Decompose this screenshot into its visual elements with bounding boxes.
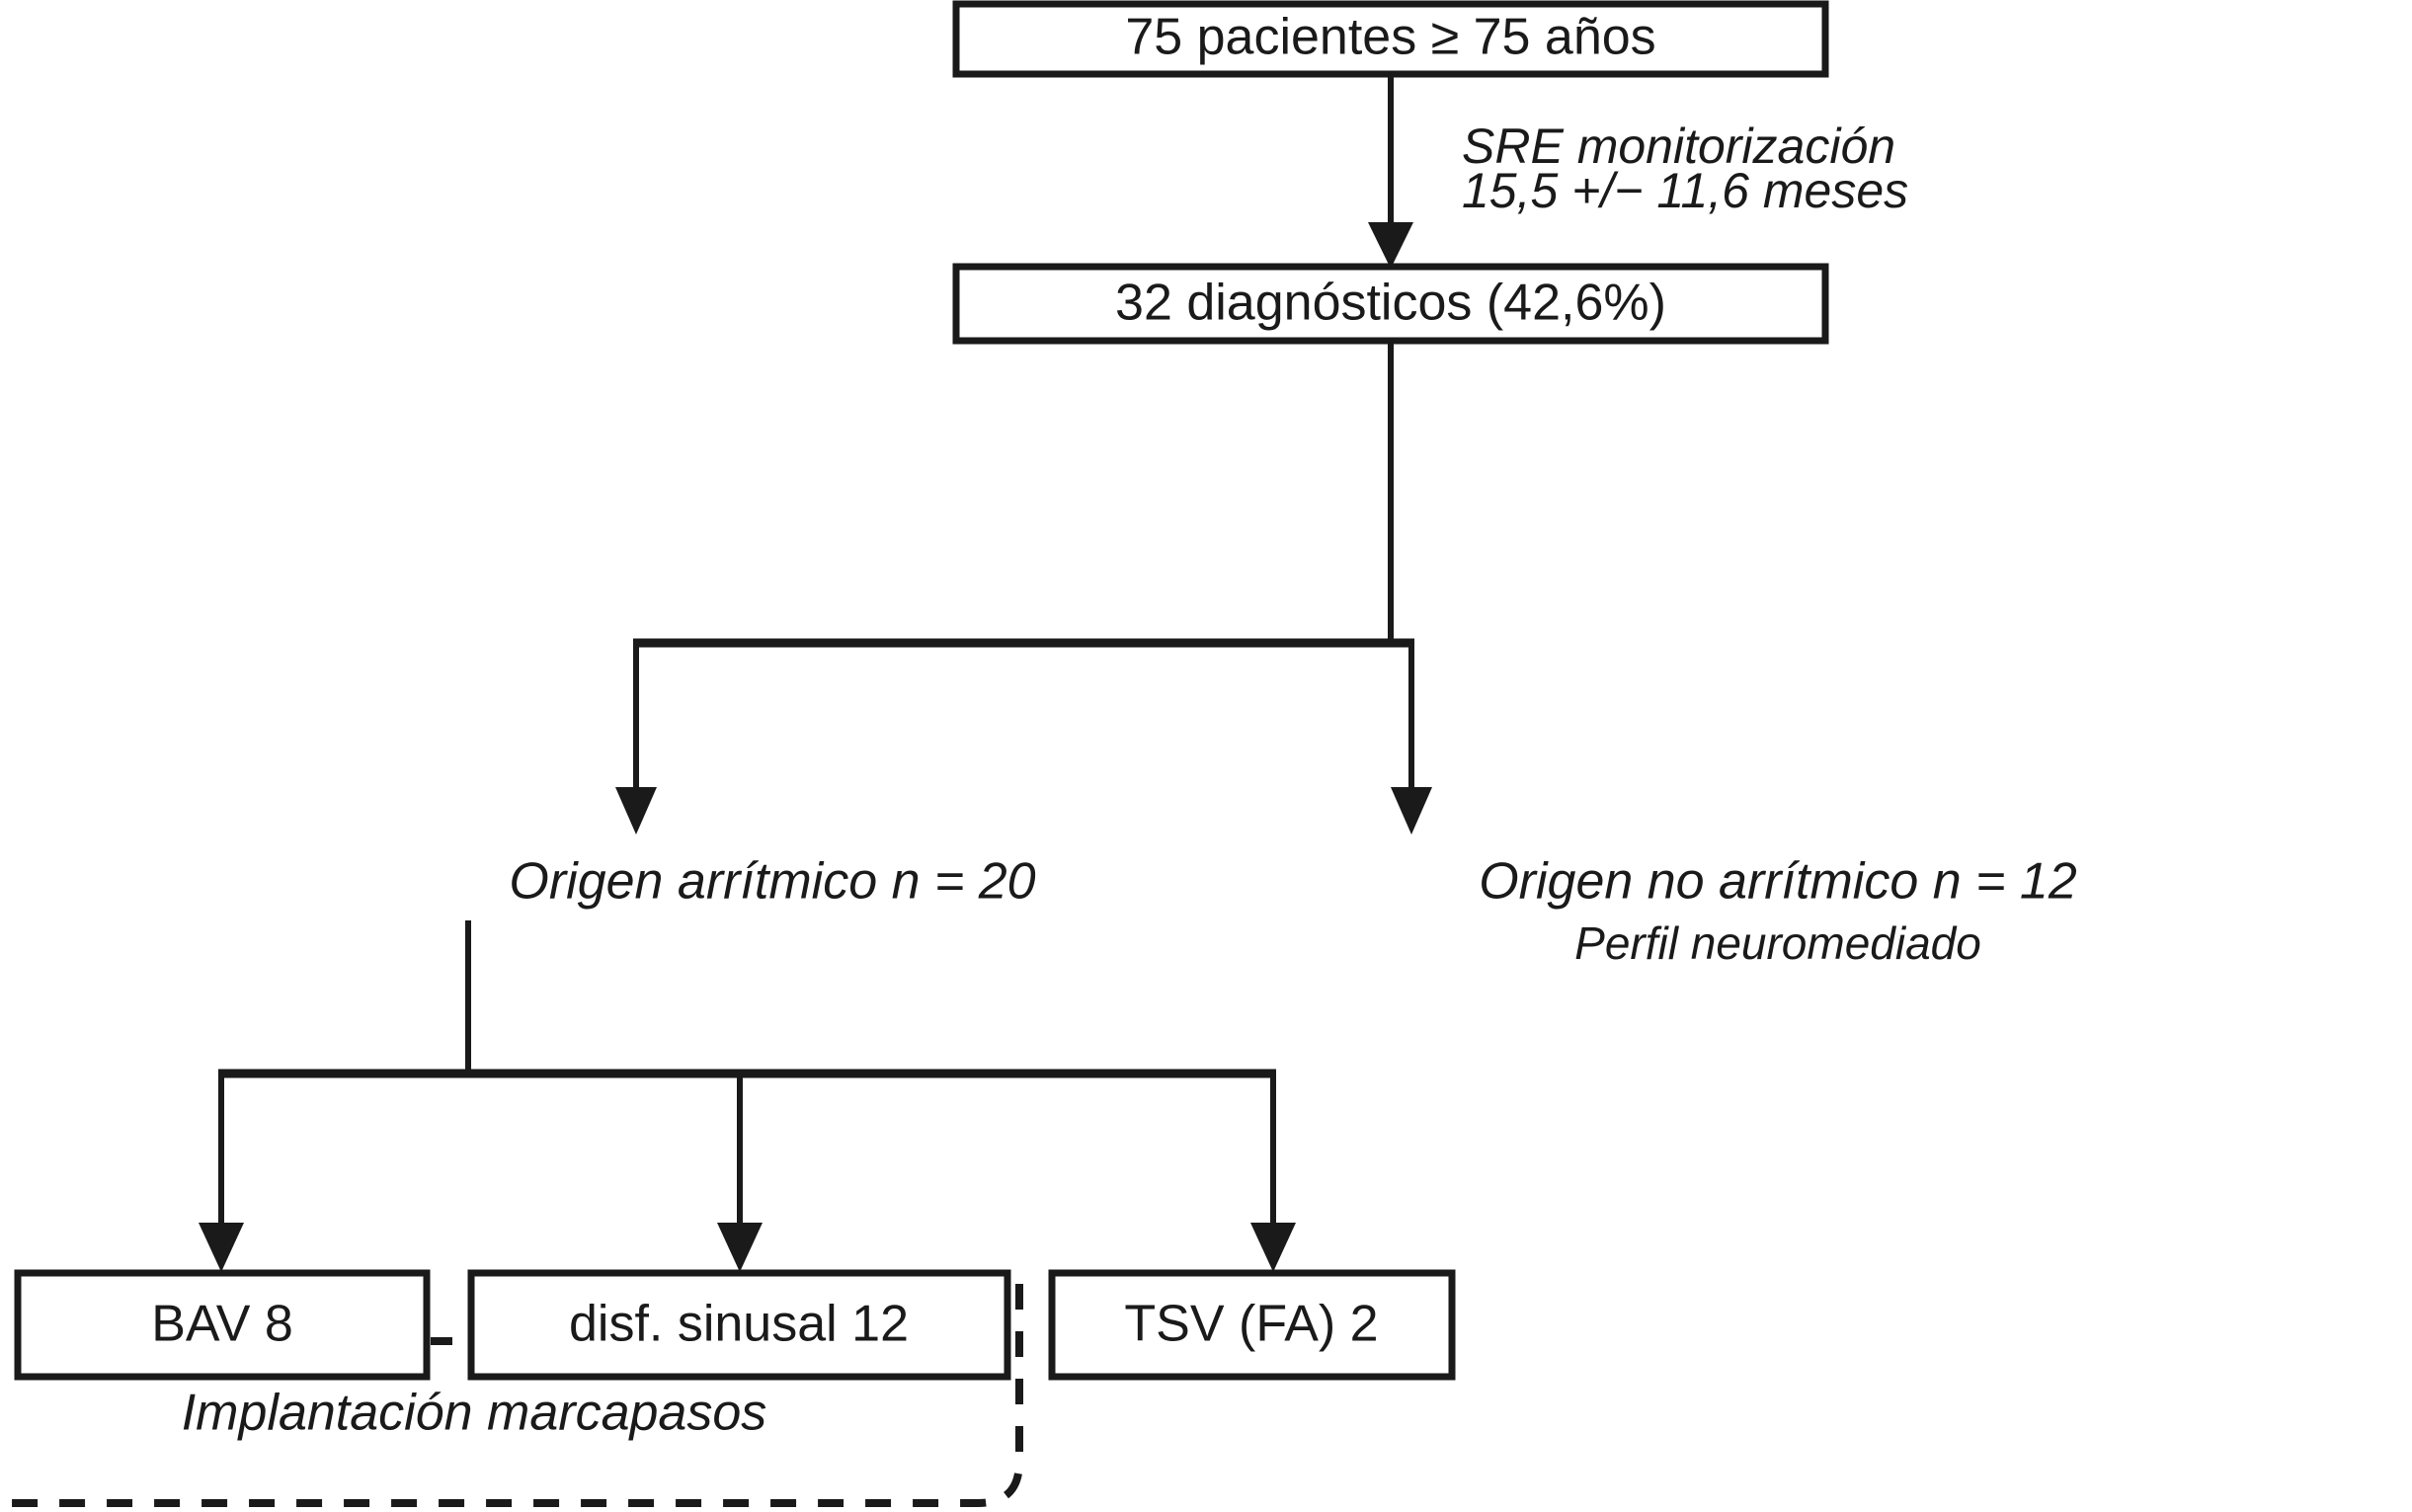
node-cohort: 75 pacientes ≥ 75 años	[952, 0, 1829, 78]
monitoring-label-line1: SRE monitorización	[1462, 119, 1895, 174]
bav-box-outline	[14, 1269, 431, 1381]
node-non-arrhythmic: Origen no arrítmico n = 12 Perfil neurom…	[1479, 853, 2077, 969]
group-pacemaker: Implantación marcapasos	[0, 1284, 1023, 1507]
tsv-box-outline	[1048, 1269, 1456, 1381]
sinus-label: disf. sinusal 12	[569, 1296, 909, 1353]
node-bav: BAV 8	[14, 1269, 431, 1381]
node-sinus: disf. sinusal 12	[467, 1269, 1011, 1381]
edge-split-arrhythmic	[199, 920, 1296, 1272]
arrhythmic-label: Origen arrítmico n = 20	[509, 853, 1035, 911]
pacemaker-dashed-outline	[0, 1284, 1023, 1507]
tsv-label: TSV (FA) 2	[1124, 1296, 1378, 1353]
node-diagnoses: 32 diagnósticos (42,6%)	[952, 263, 1829, 345]
edge-label-monitoring: SRE monitorización 15,5 +/− 11,6 meses	[1462, 119, 1908, 218]
diagnoses-label: 32 diagnósticos (42,6%)	[1115, 275, 1666, 332]
node-tsv: TSV (FA) 2	[1048, 1269, 1456, 1381]
arrow-head-down-tsv-icon	[1250, 1223, 1296, 1272]
arrow-head-down-bav-icon	[199, 1223, 244, 1272]
arrow-head-down-left-icon	[615, 787, 657, 835]
non-arrhythmic-sublabel: Perfil neuromediado	[1574, 917, 1981, 969]
node-arrhythmic: Origen arrítmico n = 20	[509, 853, 1035, 911]
edge-cohort-to-diagnoses	[1368, 74, 1413, 269]
monitoring-label-line2: 15,5 +/− 11,6 meses	[1462, 163, 1908, 218]
edge-split-origin	[615, 341, 1432, 835]
arrow-head-down-icon	[1368, 222, 1413, 269]
pacemaker-label: Implantación marcapasos	[182, 1385, 767, 1442]
non-arrhythmic-label: Origen no arrítmico n = 12	[1479, 853, 2077, 911]
arrow-head-down-sinus-icon	[717, 1223, 763, 1272]
arrow-head-down-right-icon	[1391, 787, 1432, 835]
cohort-label: 75 pacientes ≥ 75 años	[1125, 9, 1655, 66]
sinus-box-outline	[467, 1269, 1011, 1381]
bav-label: BAV 8	[151, 1296, 293, 1353]
